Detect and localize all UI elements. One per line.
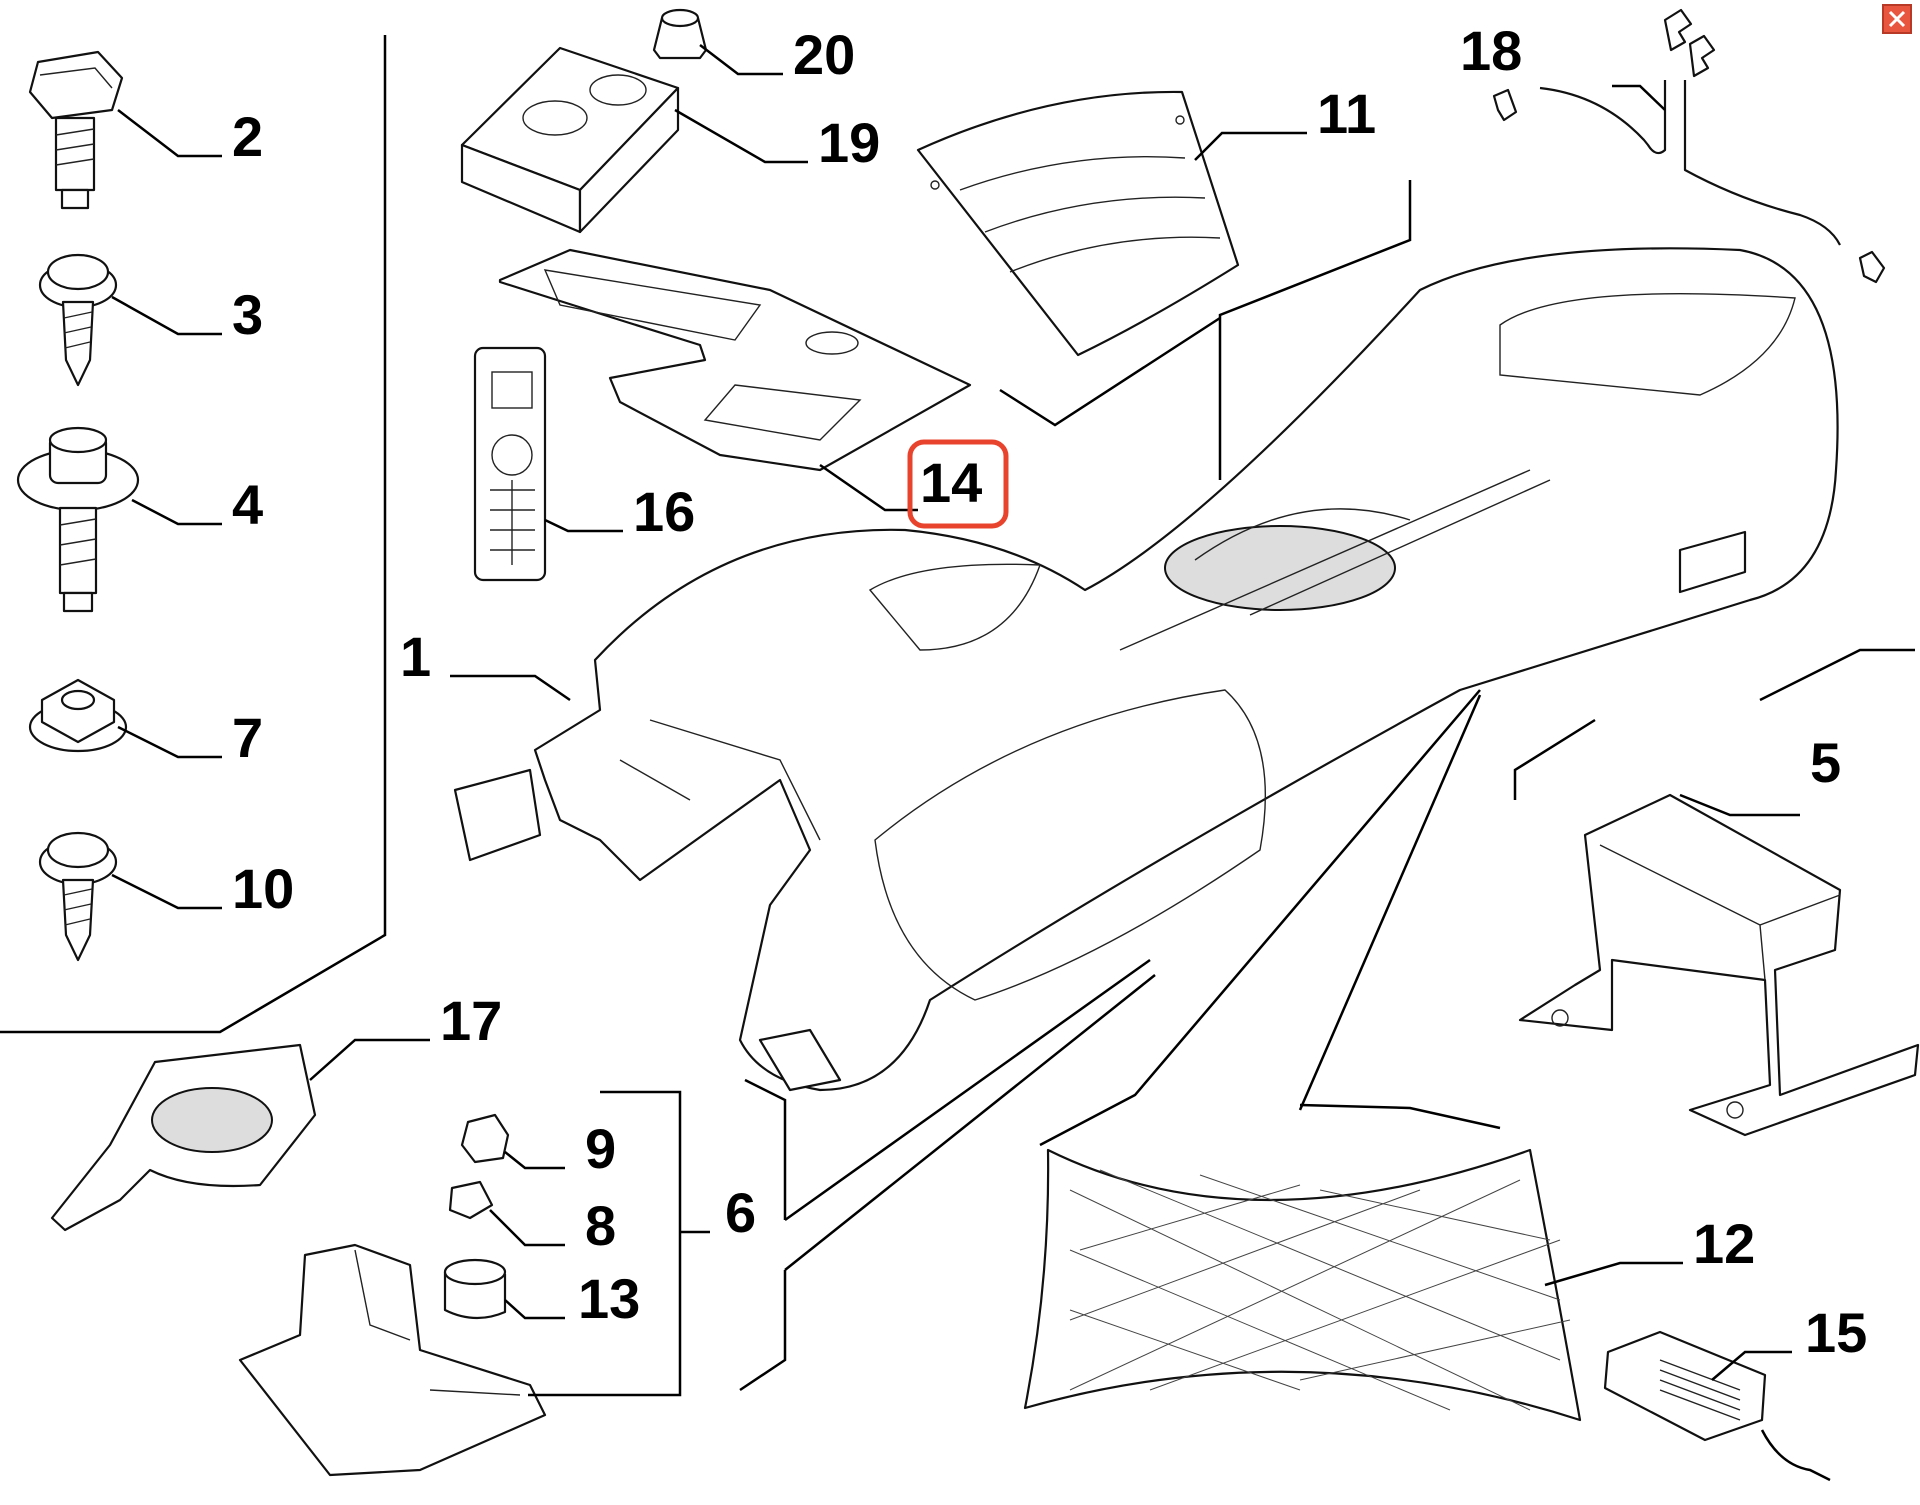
part-20-cap[interactable] [652,8,708,60]
part-8-clip[interactable] [448,1180,494,1220]
part-9-clip[interactable] [460,1113,510,1164]
part-13-sleeve[interactable] [443,1258,507,1320]
callout-17[interactable]: 17 [440,989,502,1052]
callout-14-highlight [907,439,1009,529]
callout-16[interactable]: 16 [633,480,695,543]
callout-9[interactable]: 9 [585,1117,616,1180]
callout-20[interactable]: 20 [793,23,855,86]
callout-10[interactable]: 10 [232,857,294,920]
leader-lines [111,44,1915,1397]
callout-7[interactable]: 7 [232,706,263,769]
part-7-flange-nut[interactable] [28,678,128,753]
fastener-group-divider [0,35,387,1034]
part-11-rear-panel[interactable] [916,90,1240,357]
part-19-cup-holder-insert[interactable] [460,46,680,234]
callout-5[interactable]: 5 [1810,731,1841,794]
callout-11[interactable]: 11 [1317,82,1376,145]
part-16-switch-panel[interactable] [473,346,547,582]
close-icon [1888,10,1906,28]
part-15-module[interactable] [1603,1330,1831,1482]
callout-13[interactable]: 13 [578,1267,640,1330]
callout-14[interactable]: 14 [920,451,982,514]
callout-8[interactable]: 8 [585,1194,616,1257]
callout-3[interactable]: 3 [232,283,263,346]
part-5-mounting-bracket[interactable] [1518,793,1920,1137]
callout-19[interactable]: 19 [818,111,880,174]
callout-12[interactable]: 12 [1693,1212,1755,1275]
part-10-screw[interactable] [38,831,118,962]
callout-1[interactable]: 1 [400,625,431,688]
part-12-storage-net[interactable] [1023,1148,1582,1422]
callout-18[interactable]: 18 [1460,19,1522,82]
callout-15[interactable]: 15 [1805,1301,1867,1364]
part-4-flange-bolt[interactable] [16,426,140,613]
part-14-console-top-trim[interactable] [498,248,972,472]
callout-6[interactable]: 6 [725,1181,756,1244]
part-17-storage-tray[interactable] [50,1043,317,1232]
part-18-wiring-harness[interactable] [1492,8,1886,284]
part-6-console-base[interactable] [238,1243,547,1477]
part-2-flange-bolt[interactable] [28,50,124,210]
callout-4[interactable]: 4 [232,473,263,536]
callout-labels: 2 3 4 7 10 20 19 11 18 16 14 1 5 17 9 8 … [232,19,1867,1364]
part-3-screw[interactable] [38,253,118,387]
part-1-center-console[interactable] [453,247,1839,1092]
callout-2[interactable]: 2 [232,105,263,168]
close-button[interactable] [1882,4,1912,34]
